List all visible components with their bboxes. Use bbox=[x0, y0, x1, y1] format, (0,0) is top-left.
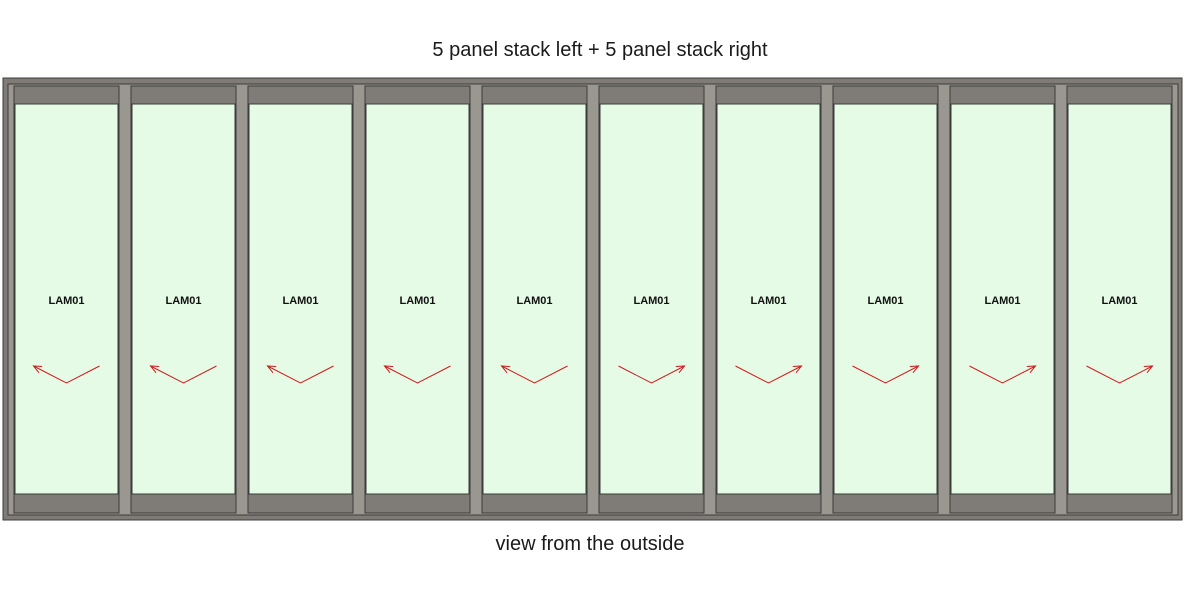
door-panels: LAM01 LAM01 LAM01 LAM01 LAM01 LAM01 LAM01 LAM01… bbox=[13, 85, 1173, 514]
panel-glass bbox=[833, 103, 938, 495]
panel-glass bbox=[716, 103, 821, 495]
door-panel: LAM01 bbox=[13, 85, 120, 514]
panel-top-rail bbox=[949, 85, 1056, 105]
panel-bottom-rail bbox=[598, 493, 705, 514]
panel-glass bbox=[248, 103, 353, 495]
opening-arrow bbox=[618, 365, 685, 384]
panel-bottom-rail bbox=[247, 493, 354, 514]
panel-top-rail bbox=[715, 85, 822, 105]
panel-label: LAM01 bbox=[165, 295, 201, 307]
panel-bottom-rail bbox=[481, 493, 588, 514]
panel-glass bbox=[131, 103, 236, 495]
door-panel: LAM01 bbox=[715, 85, 822, 514]
arrow-head bbox=[792, 365, 803, 374]
door-panel: LAM01 bbox=[247, 85, 354, 514]
door-panel: LAM01 bbox=[364, 85, 471, 514]
door-panel: LAM01 bbox=[598, 85, 705, 514]
opening-arrow bbox=[852, 365, 919, 384]
panel-glass bbox=[950, 103, 1055, 495]
panel-label: LAM01 bbox=[867, 295, 903, 307]
opening-arrow bbox=[501, 365, 568, 384]
panel-glass bbox=[365, 103, 470, 495]
diagram-title: 5 panel stack left + 5 panel stack right bbox=[432, 39, 768, 61]
arrow-head bbox=[383, 365, 394, 374]
panel-bottom-rail bbox=[832, 493, 939, 514]
panel-label: LAM01 bbox=[1101, 295, 1137, 307]
panel-bottom-rail bbox=[364, 493, 471, 514]
opening-arrow bbox=[384, 365, 451, 384]
opening-arrow bbox=[969, 365, 1036, 384]
panel-top-rail bbox=[130, 85, 237, 105]
panel-label: LAM01 bbox=[282, 295, 318, 307]
opening-arrow bbox=[150, 365, 217, 384]
panel-glass bbox=[482, 103, 587, 495]
panel-label: LAM01 bbox=[399, 295, 435, 307]
door-panel: LAM01 bbox=[949, 85, 1056, 514]
view-caption: view from the outside bbox=[495, 533, 685, 555]
door-panel: LAM01 bbox=[832, 85, 939, 514]
opening-arrow bbox=[1086, 365, 1153, 384]
panel-top-rail bbox=[481, 85, 588, 105]
arrow-head bbox=[675, 365, 686, 374]
panel-top-rail bbox=[598, 85, 705, 105]
panel-top-rail bbox=[832, 85, 939, 105]
arrow-head bbox=[266, 365, 277, 374]
opening-arrow bbox=[33, 365, 100, 384]
panel-top-rail bbox=[364, 85, 471, 105]
panel-label: LAM01 bbox=[516, 295, 552, 307]
panel-top-rail bbox=[247, 85, 354, 105]
opening-arrow bbox=[735, 365, 802, 384]
panel-bottom-rail bbox=[13, 493, 120, 514]
panel-bottom-rail bbox=[949, 493, 1056, 514]
panel-top-rail bbox=[13, 85, 120, 105]
arrow-head bbox=[1026, 365, 1037, 374]
panel-glass bbox=[14, 103, 119, 495]
door-panel: LAM01 bbox=[130, 85, 237, 514]
arrow-head bbox=[909, 365, 920, 374]
panel-label: LAM01 bbox=[48, 295, 84, 307]
arrow-head bbox=[500, 365, 511, 374]
panel-label: LAM01 bbox=[750, 295, 786, 307]
panel-top-rail bbox=[1066, 85, 1173, 105]
panel-bottom-rail bbox=[715, 493, 822, 514]
panel-label: LAM01 bbox=[984, 295, 1020, 307]
panel-bottom-rail bbox=[130, 493, 237, 514]
panel-bottom-rail bbox=[1066, 493, 1173, 514]
panel-label: LAM01 bbox=[633, 295, 669, 307]
panel-glass bbox=[1067, 103, 1172, 495]
door-panel: LAM01 bbox=[1066, 85, 1173, 514]
opening-arrow bbox=[267, 365, 334, 384]
arrow-head bbox=[1143, 365, 1154, 374]
door-panel: LAM01 bbox=[481, 85, 588, 514]
arrow-head bbox=[149, 365, 160, 374]
panel-glass bbox=[599, 103, 704, 495]
arrow-head bbox=[32, 365, 43, 374]
